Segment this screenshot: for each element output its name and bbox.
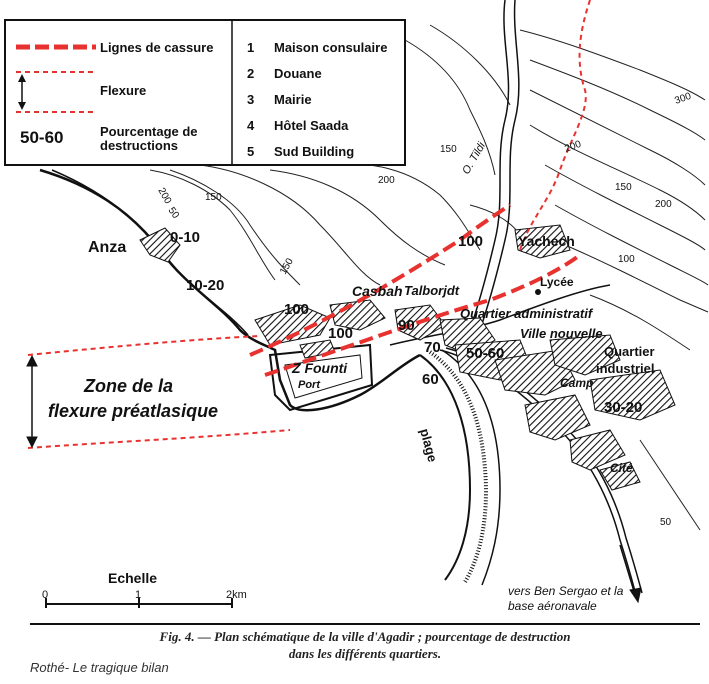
pct-anza: 0-10	[170, 229, 200, 246]
contour-label: 200	[155, 186, 173, 206]
place-port: Port	[298, 379, 321, 391]
legend: Lignes de cassure Flexure 50-60 Pourcent…	[4, 19, 406, 166]
destruction-percentages: 0-10 10-20 100 100 90 70 50-60 60 100 30…	[170, 229, 642, 416]
zone-label-1: Zone de la	[83, 376, 173, 396]
place-quartier-admin: Quartier administratif	[460, 306, 594, 321]
place-ben-sergao-2: base aéronavale	[508, 599, 597, 613]
legend-building-num-2: 2	[247, 66, 254, 81]
legend-pct-label-2: destructions	[100, 138, 178, 153]
legend-building-name-3: Mairie	[274, 92, 312, 107]
legend-building-num-3: 3	[247, 92, 254, 107]
scale-title: Echelle	[108, 570, 157, 586]
place-tildi: O. Tildi	[460, 140, 488, 177]
pct-casbah: 100	[284, 301, 309, 318]
place-cite: Cité	[610, 461, 633, 475]
scale-tick-2: 2km	[226, 589, 247, 601]
contour-label: 50	[166, 205, 182, 221]
scale-tick-0: 0	[42, 589, 48, 601]
caption-line-2: dans les différents quartiers.	[288, 646, 442, 661]
pct-talborjt-s: 70	[424, 339, 441, 356]
scale-bar: Echelle 0 1 2km	[42, 570, 247, 608]
zone-arrow	[26, 354, 38, 449]
legend-building-name-5: Sud Building	[274, 144, 354, 159]
contour-label: 50	[660, 517, 672, 528]
legend-pct-label-1: Pourcentage de	[100, 124, 198, 139]
place-ville-nouvelle: Ville nouvelle	[520, 326, 603, 341]
flexure-lines	[27, 0, 591, 449]
place-plage: plage	[417, 427, 440, 464]
place-quartier-industriel-2: industriel	[596, 361, 655, 376]
place-casbah: Casbah	[352, 283, 403, 299]
figure-caption: Fig. 4. — Plan schématique de la ville d…	[30, 628, 700, 662]
contour-label: 150	[205, 192, 222, 203]
place-ben-sergao-1: vers Ben Sergao et la	[508, 584, 624, 598]
pct-south-anza: 10-20	[186, 277, 224, 294]
figure-credit: Rothé- Le tragique bilan	[30, 660, 169, 675]
caption-rule	[30, 623, 700, 625]
legend-building-num-4: 4	[247, 118, 255, 133]
legend-building-name-1: Maison consulaire	[274, 40, 387, 55]
agadir-map: Lignes de cassure Flexure 50-60 Pourcent…	[4, 0, 709, 613]
contour-label: 200	[655, 199, 672, 210]
ben-sergao-arrow	[619, 544, 642, 604]
coastline	[39, 168, 501, 586]
pct-casbah-low: 100	[328, 325, 353, 342]
contour-label: 300	[673, 91, 693, 107]
contour-label: 100	[618, 254, 635, 265]
place-quartier-industriel-1: Quartier	[604, 344, 655, 359]
legend-building-num-5: 5	[247, 144, 254, 159]
place-anza: Anza	[88, 239, 126, 256]
place-names: Anza Casbah Talborjdt Yachech Lycée Quar…	[48, 140, 655, 613]
legend-building-name-4: Hôtel Saada	[274, 118, 349, 133]
pct-center: 50-60	[466, 345, 504, 362]
legend-pct-value: 50-60	[20, 128, 63, 147]
place-talborjt: Talborjdt	[404, 283, 460, 298]
place-founti: Z Founti	[291, 360, 348, 376]
pct-industrial: 30-20	[604, 399, 642, 416]
contour-label: 150	[278, 256, 296, 276]
contour-label: 150	[440, 144, 457, 155]
built-up-areas	[139, 224, 676, 491]
pct-talborjt-w: 90	[398, 317, 415, 334]
pct-yachech: 100	[458, 233, 483, 250]
place-lycee: Lycée	[540, 275, 574, 289]
legend-break-label: Lignes de cassure	[100, 40, 213, 55]
contour-label: 150	[615, 182, 632, 193]
legend-building-num-1: 1	[247, 40, 254, 55]
legend-flexure-label: Flexure	[100, 83, 146, 98]
caption-line-1: Fig. 4. — Plan schématique de la ville d…	[159, 629, 571, 644]
oued-tildi	[469, 0, 520, 331]
place-camp: Camp	[560, 376, 593, 390]
scale-tick-1: 1	[135, 589, 141, 601]
zone-label-2: flexure préatlasique	[48, 401, 218, 421]
contour-label: 200	[378, 175, 395, 186]
lycee-marker	[535, 289, 541, 295]
place-yachech: Yachech	[518, 233, 575, 249]
break-lines	[249, 203, 582, 377]
legend-building-name-2: Douane	[274, 66, 322, 81]
pct-founti-s: 60	[422, 371, 439, 388]
